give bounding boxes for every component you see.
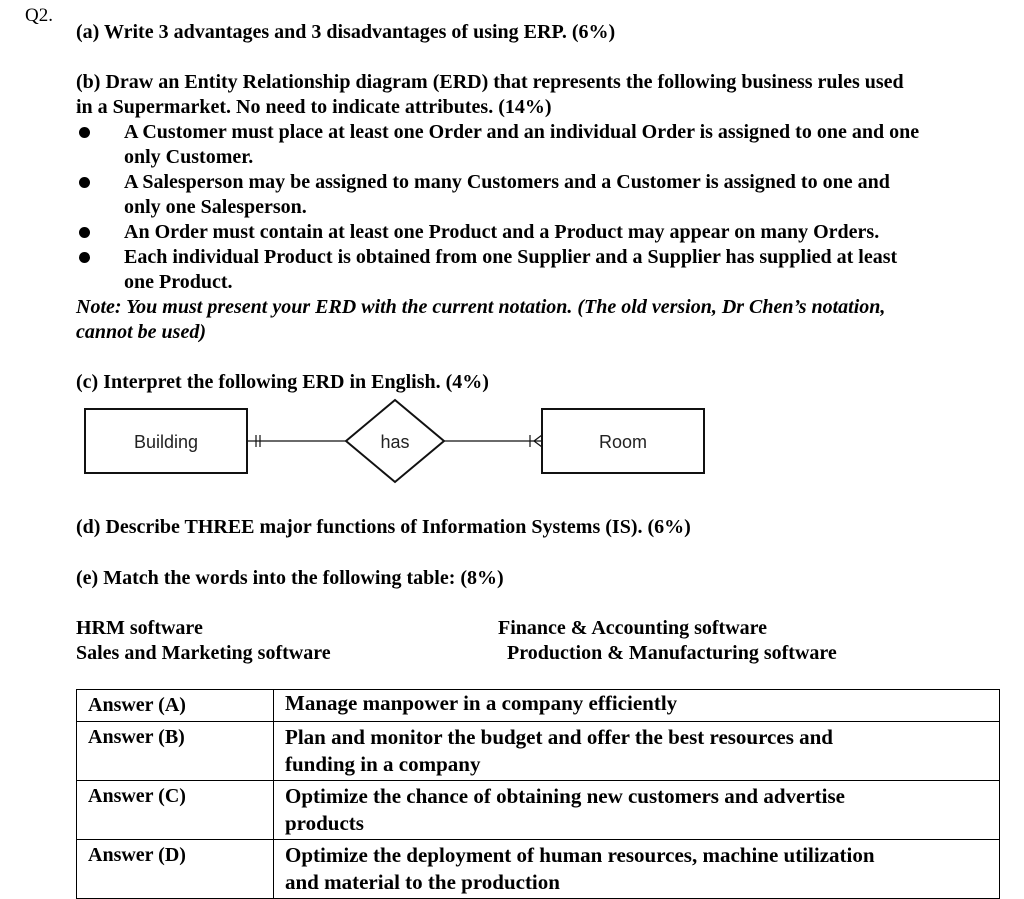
part-c-text: (c) Interpret the following ERD in Engli… xyxy=(76,371,489,393)
entity-building-label: Building xyxy=(134,432,198,452)
answer-label: Answer (A) xyxy=(76,689,274,722)
relationship-has xyxy=(344,398,446,484)
part-a-text: (a) Write 3 advantages and 3 disadvantag… xyxy=(76,21,616,43)
matching-table: Answer (A) Manage manpower in a company … xyxy=(76,689,1000,899)
description-line: and material to the production xyxy=(285,870,560,894)
rule-4-line2: one Product. xyxy=(124,271,233,293)
crows-foot-icon xyxy=(533,440,543,448)
entity-building xyxy=(84,408,248,474)
answer-label: Answer (D) xyxy=(76,839,274,899)
entity-room-label: Room xyxy=(599,432,647,452)
rule-1-line1: A Customer must place at least one Order… xyxy=(124,121,920,143)
description-line: Optimize the chance of obtaining new cus… xyxy=(285,784,845,808)
rule-4-line1: Each individual Product is obtained from… xyxy=(124,246,898,268)
relationship-has-label: has xyxy=(380,432,409,452)
answer-description: Optimize the deployment of human resourc… xyxy=(273,839,1000,899)
note-line1: Note: You must present your ERD with the… xyxy=(76,296,886,318)
answer-description: Plan and monitor the budget and offer th… xyxy=(273,721,1000,781)
bullet-icon xyxy=(79,252,90,263)
description-line: Plan and monitor the budget and offer th… xyxy=(285,725,833,749)
description-line: funding in a company xyxy=(285,752,481,776)
word-sales: Sales and Marketing software xyxy=(76,642,331,664)
rule-2-line1: A Salesperson may be assigned to many Cu… xyxy=(124,171,890,193)
table-row: Answer (B) Plan and monitor the budget a… xyxy=(76,721,1000,781)
answer-label: Answer (C) xyxy=(76,780,274,840)
part-b-intro-line1: (b) Draw an Entity Relationship diagram … xyxy=(76,71,904,93)
note-line2: cannot be used) xyxy=(76,321,206,343)
rule-3-line1: An Order must contain at least one Produ… xyxy=(124,221,880,243)
table-row: Answer (C) Optimize the chance of obtain… xyxy=(76,780,1000,840)
answer-description: Manage manpower in a company efficiently xyxy=(273,689,1000,722)
table-row: Answer (D) Optimize the deployment of hu… xyxy=(76,839,1000,899)
part-e-text: (e) Match the words into the following t… xyxy=(76,567,504,589)
rule-1-line2: only Customer. xyxy=(124,146,254,168)
erd-diagram: Building has Room xyxy=(84,398,705,484)
answer-label: Answer (B) xyxy=(76,721,274,781)
bullet-icon xyxy=(79,227,90,238)
word-hrm: HRM software xyxy=(76,617,203,639)
bullet-icon xyxy=(79,177,90,188)
description-line: Optimize the deployment of human resourc… xyxy=(285,843,875,867)
description-line: products xyxy=(285,811,364,835)
rule-2-line2: only one Salesperson. xyxy=(124,196,307,218)
bullet-icon xyxy=(79,127,90,138)
entity-room xyxy=(541,408,705,474)
answer-description: Optimize the chance of obtaining new cus… xyxy=(273,780,1000,840)
crows-foot-icon xyxy=(533,434,543,442)
table-row: Answer (A) Manage manpower in a company … xyxy=(76,689,1000,722)
word-production: Production & Manufacturing software xyxy=(507,642,837,664)
description-line: Manage manpower in a company efficiently xyxy=(285,691,678,715)
part-d-text: (d) Describe THREE major functions of In… xyxy=(76,516,691,538)
question-number: Q2. xyxy=(25,5,53,26)
part-b-intro-line2: in a Supermarket. No need to indicate at… xyxy=(76,96,552,118)
word-finance: Finance & Accounting software xyxy=(498,617,768,639)
